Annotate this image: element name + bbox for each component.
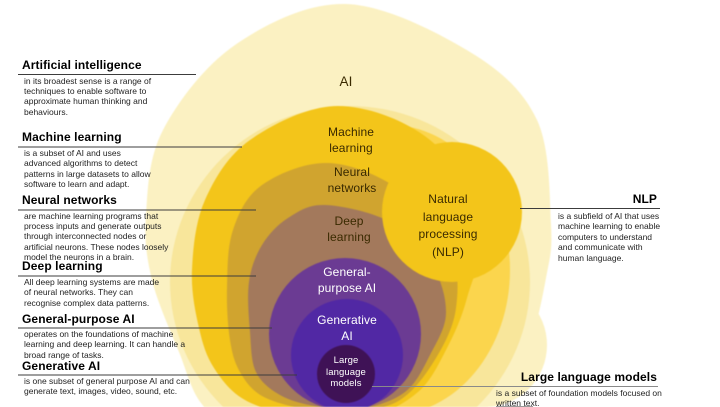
written-text-underline	[496, 405, 533, 407]
large-language-models-circle-label: Large language models	[326, 354, 366, 389]
nlp-circle-label: Natural language processing (NLP)	[418, 192, 478, 259]
large-language-models-circle	[317, 345, 375, 403]
deep-learning-circle-label: Deep learning	[327, 214, 371, 244]
neural-networks-circle-label: Neural networks	[327, 165, 377, 195]
general-purpose-ai-circle-label: General- purpose AI	[317, 265, 377, 295]
nlp-circle	[382, 142, 522, 282]
ai-circle-label: AI	[339, 74, 353, 89]
machine-learning-circle-label: Machine learning	[327, 125, 375, 155]
generative-ai-circle-label: Generative AI	[317, 313, 377, 343]
